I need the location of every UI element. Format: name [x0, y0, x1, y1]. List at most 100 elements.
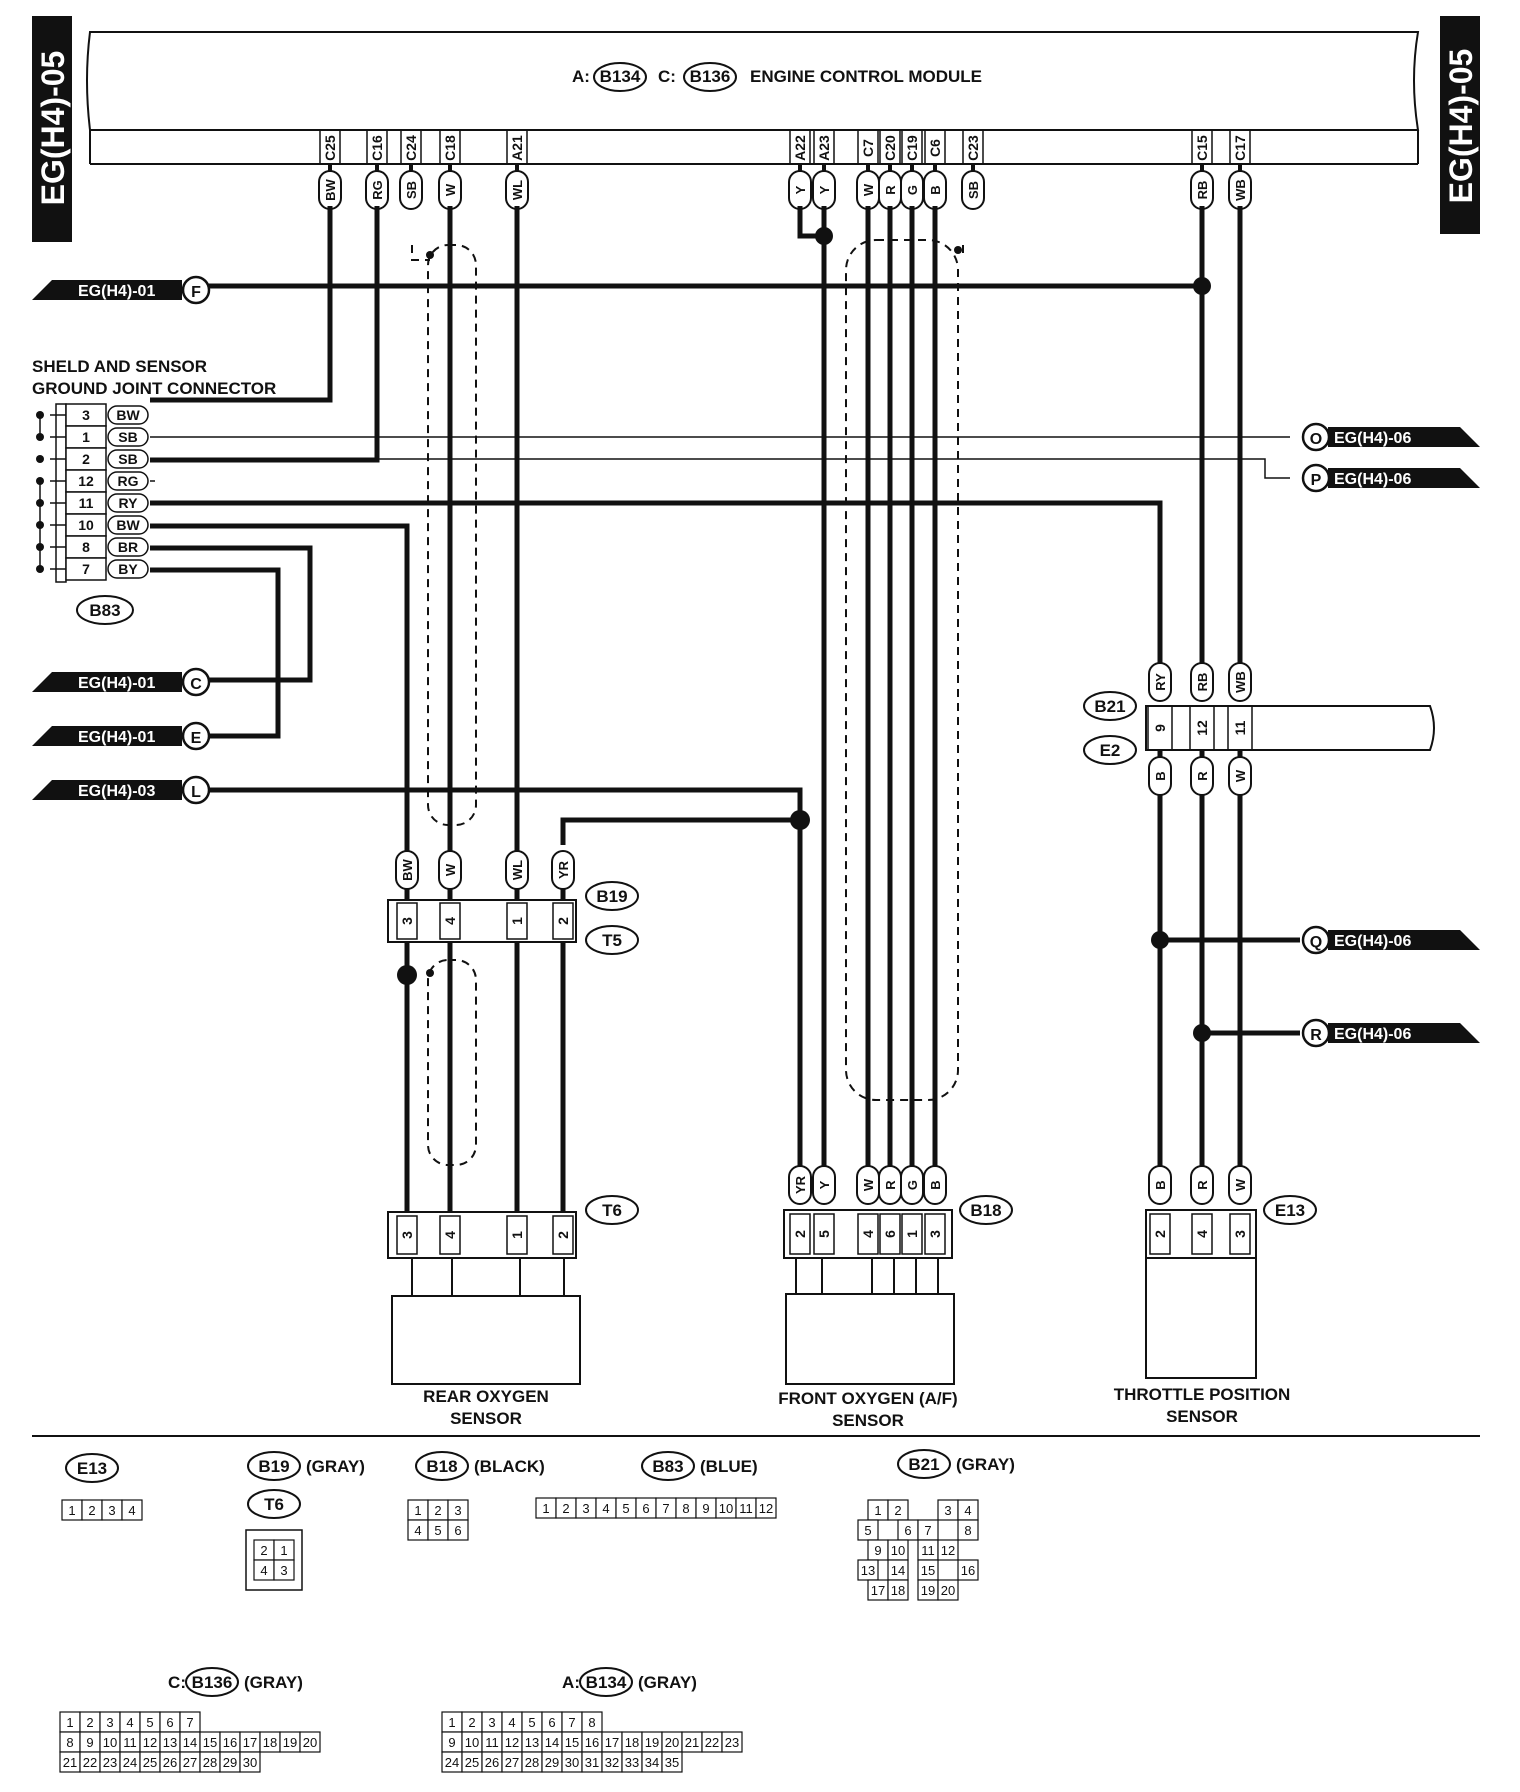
legend-e13-id: E13	[77, 1459, 107, 1478]
legend-t6-id: T6	[264, 1495, 284, 1514]
ecm-pin-C25: C25	[322, 135, 338, 161]
tps-name: THROTTLE POSITION	[1114, 1385, 1291, 1404]
link-l-label: EG(H4)-03	[78, 783, 155, 800]
ecm-pin-C18: C18	[442, 135, 458, 161]
front-wire-3: R	[878, 1165, 902, 1205]
b83-cell-2: 2	[562, 1501, 569, 1516]
page-ref-right: EG(H4)-05	[1440, 16, 1480, 234]
shield-wires	[150, 436, 1290, 482]
link-e-label: EG(H4)-01	[78, 729, 155, 746]
b83-wire-12: RG	[118, 473, 139, 489]
tps-mid-low-2-text: W	[1233, 769, 1248, 782]
rear-upper-pin-4: 4	[442, 917, 458, 925]
b21-cell-5: 5	[864, 1523, 871, 1538]
b83-pin-7: 7	[82, 561, 90, 577]
ecm-pin-C20: C20	[882, 135, 898, 161]
b134-r0-4: 4	[508, 1715, 515, 1730]
b21-cell-11: 11	[921, 1543, 935, 1558]
rear-wire-1-text: W	[443, 863, 458, 876]
ecm-pin-C19: C19	[904, 135, 920, 161]
front-pin-2: 2	[792, 1230, 808, 1238]
b21-cell-20: 20	[941, 1583, 955, 1598]
rear-o2-name: REAR OXYGEN	[423, 1387, 549, 1406]
front-wire-2-text: W	[861, 1178, 876, 1191]
front-o2-sensor: FRONT OXYGEN (A/F) SENSOR	[778, 1257, 958, 1430]
rear-lower-pin-2: 2	[555, 1231, 571, 1239]
legend-b19-color: (GRAY)	[306, 1457, 365, 1476]
rear-lower-pin-1: 1	[509, 1231, 525, 1239]
ecm-pin-C15: C15	[1194, 135, 1210, 161]
b83-cell-7: 7	[662, 1501, 669, 1516]
b19-cell-b3: 3	[280, 1563, 287, 1578]
throttle-position-sensor: THROTTLE POSITION SENSOR	[1114, 1257, 1291, 1426]
ecm-pin-C24: C24	[403, 135, 419, 161]
b136-r2-24: 24	[123, 1755, 137, 1770]
b83-cell-4: 4	[602, 1501, 609, 1516]
b134-r1-15: 15	[565, 1735, 579, 1750]
b134-r2-25: 25	[465, 1755, 479, 1770]
b21-cell-10: 10	[891, 1543, 905, 1558]
tps-mid-up-0: RY	[1148, 662, 1172, 702]
ecm-title-a-prefix: A:	[572, 67, 590, 86]
rear-upper-pin-2: 2	[555, 917, 571, 925]
b136-r1-13: 13	[163, 1735, 177, 1750]
ecm-title-a-conn: B134	[600, 67, 641, 86]
ecm-pin-A21: A21	[509, 135, 525, 161]
b83-cell-5: 5	[622, 1501, 629, 1516]
b83-cell-10: 10	[719, 1501, 733, 1516]
b134-r1-18: 18	[625, 1735, 639, 1750]
ecm-title-c-prefix: C:	[658, 67, 676, 86]
front-wire-4-text: G	[905, 1180, 920, 1190]
rear-lower-pin-4: 4	[442, 1231, 458, 1239]
b134-r2-24: 24	[445, 1755, 459, 1770]
b134-r2-33: 33	[625, 1755, 639, 1770]
b83-cell-9: 9	[702, 1501, 709, 1516]
rear-wire-2: WL	[505, 850, 529, 890]
tps-mid-pin-11: 11	[1232, 720, 1248, 735]
link-c-letter: C	[190, 676, 202, 693]
ecm-wire-C23-text: SB	[966, 181, 981, 199]
b83-cell-6: 6	[642, 1501, 649, 1516]
legend-b18-id: B18	[426, 1457, 457, 1476]
tps-pin-2: 2	[1152, 1230, 1168, 1238]
ecm-title: ENGINE CONTROL MODULE	[750, 67, 982, 86]
ecm-pin-A22: A22	[792, 135, 808, 161]
b136-r0-5: 5	[146, 1715, 153, 1730]
joint-title-2: GROUND JOINT CONNECTOR	[32, 379, 276, 398]
link-p-label: EG(H4)-06	[1334, 471, 1411, 488]
b134-r2-26: 26	[485, 1755, 499, 1770]
legend-b136-color: (GRAY)	[244, 1673, 303, 1692]
e13-cell-1: 1	[68, 1503, 75, 1518]
b136-r1-19: 19	[283, 1735, 297, 1750]
b136-r2-29: 29	[223, 1755, 237, 1770]
ecm-wire-C17-text: WB	[1233, 179, 1248, 201]
b136-r1-14: 14	[183, 1735, 197, 1750]
ecm-pin-C16: C16	[369, 135, 385, 161]
b83-wire-1: SB	[118, 429, 137, 445]
ecm-wire-C7-text: W	[861, 183, 876, 196]
front-wire-2: W	[856, 1165, 880, 1205]
link-f-letter: F	[191, 284, 201, 301]
b18-cell-3: 3	[454, 1503, 461, 1518]
ecm-wire-A22: Y	[788, 170, 812, 210]
b134-r1-9: 9	[448, 1735, 455, 1750]
ecm-title-c-conn: B136	[690, 67, 731, 86]
b21-cell-8: 8	[964, 1523, 971, 1538]
legend-b83-color: (BLUE)	[700, 1457, 758, 1476]
b134-r1-21: 21	[685, 1735, 699, 1750]
ecm-wire-A22-text: Y	[793, 185, 808, 194]
ecm-wire-C25: BW	[318, 170, 342, 210]
front-pin-6: 6	[882, 1230, 898, 1238]
b21-cell-1: 1	[874, 1503, 881, 1518]
